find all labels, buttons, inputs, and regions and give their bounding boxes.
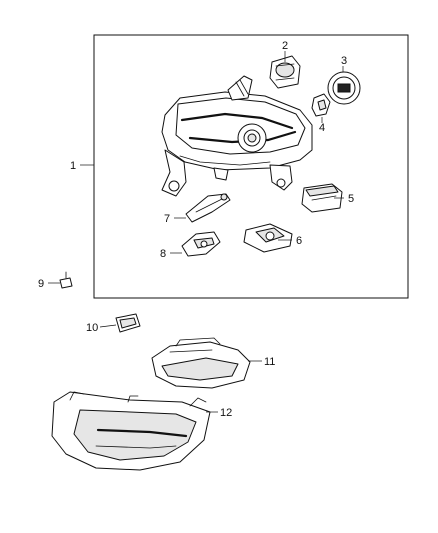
part-2-socket bbox=[269, 55, 301, 89]
assembly-frame bbox=[93, 34, 409, 299]
part-7-adjuster bbox=[185, 193, 231, 223]
headlamp-assembly bbox=[161, 75, 313, 197]
leader-10 bbox=[99, 324, 117, 328]
part-3-cap bbox=[327, 71, 361, 105]
part-12-bracket bbox=[51, 391, 211, 471]
callout-4: 4 bbox=[319, 122, 325, 134]
callout-12: 12 bbox=[220, 407, 232, 419]
callout-10: 10 bbox=[86, 322, 98, 334]
callout-7: 7 bbox=[164, 213, 170, 225]
part-6-ballast bbox=[243, 223, 293, 253]
callout-3: 3 bbox=[341, 55, 347, 67]
part-8-actuator bbox=[181, 231, 221, 257]
callout-8: 8 bbox=[160, 248, 166, 260]
callout-6: 6 bbox=[296, 235, 302, 247]
part-5-module bbox=[301, 183, 343, 213]
callout-9: 9 bbox=[38, 278, 44, 290]
callout-1: 1 bbox=[70, 160, 76, 172]
callout-11: 11 bbox=[264, 356, 275, 368]
part-4-bulb bbox=[311, 93, 331, 117]
part-11-foglamp bbox=[151, 337, 251, 389]
callout-2: 2 bbox=[282, 40, 288, 52]
part-10-cover bbox=[115, 313, 141, 333]
part-9-screw bbox=[59, 271, 73, 289]
callout-5: 5 bbox=[348, 193, 354, 205]
